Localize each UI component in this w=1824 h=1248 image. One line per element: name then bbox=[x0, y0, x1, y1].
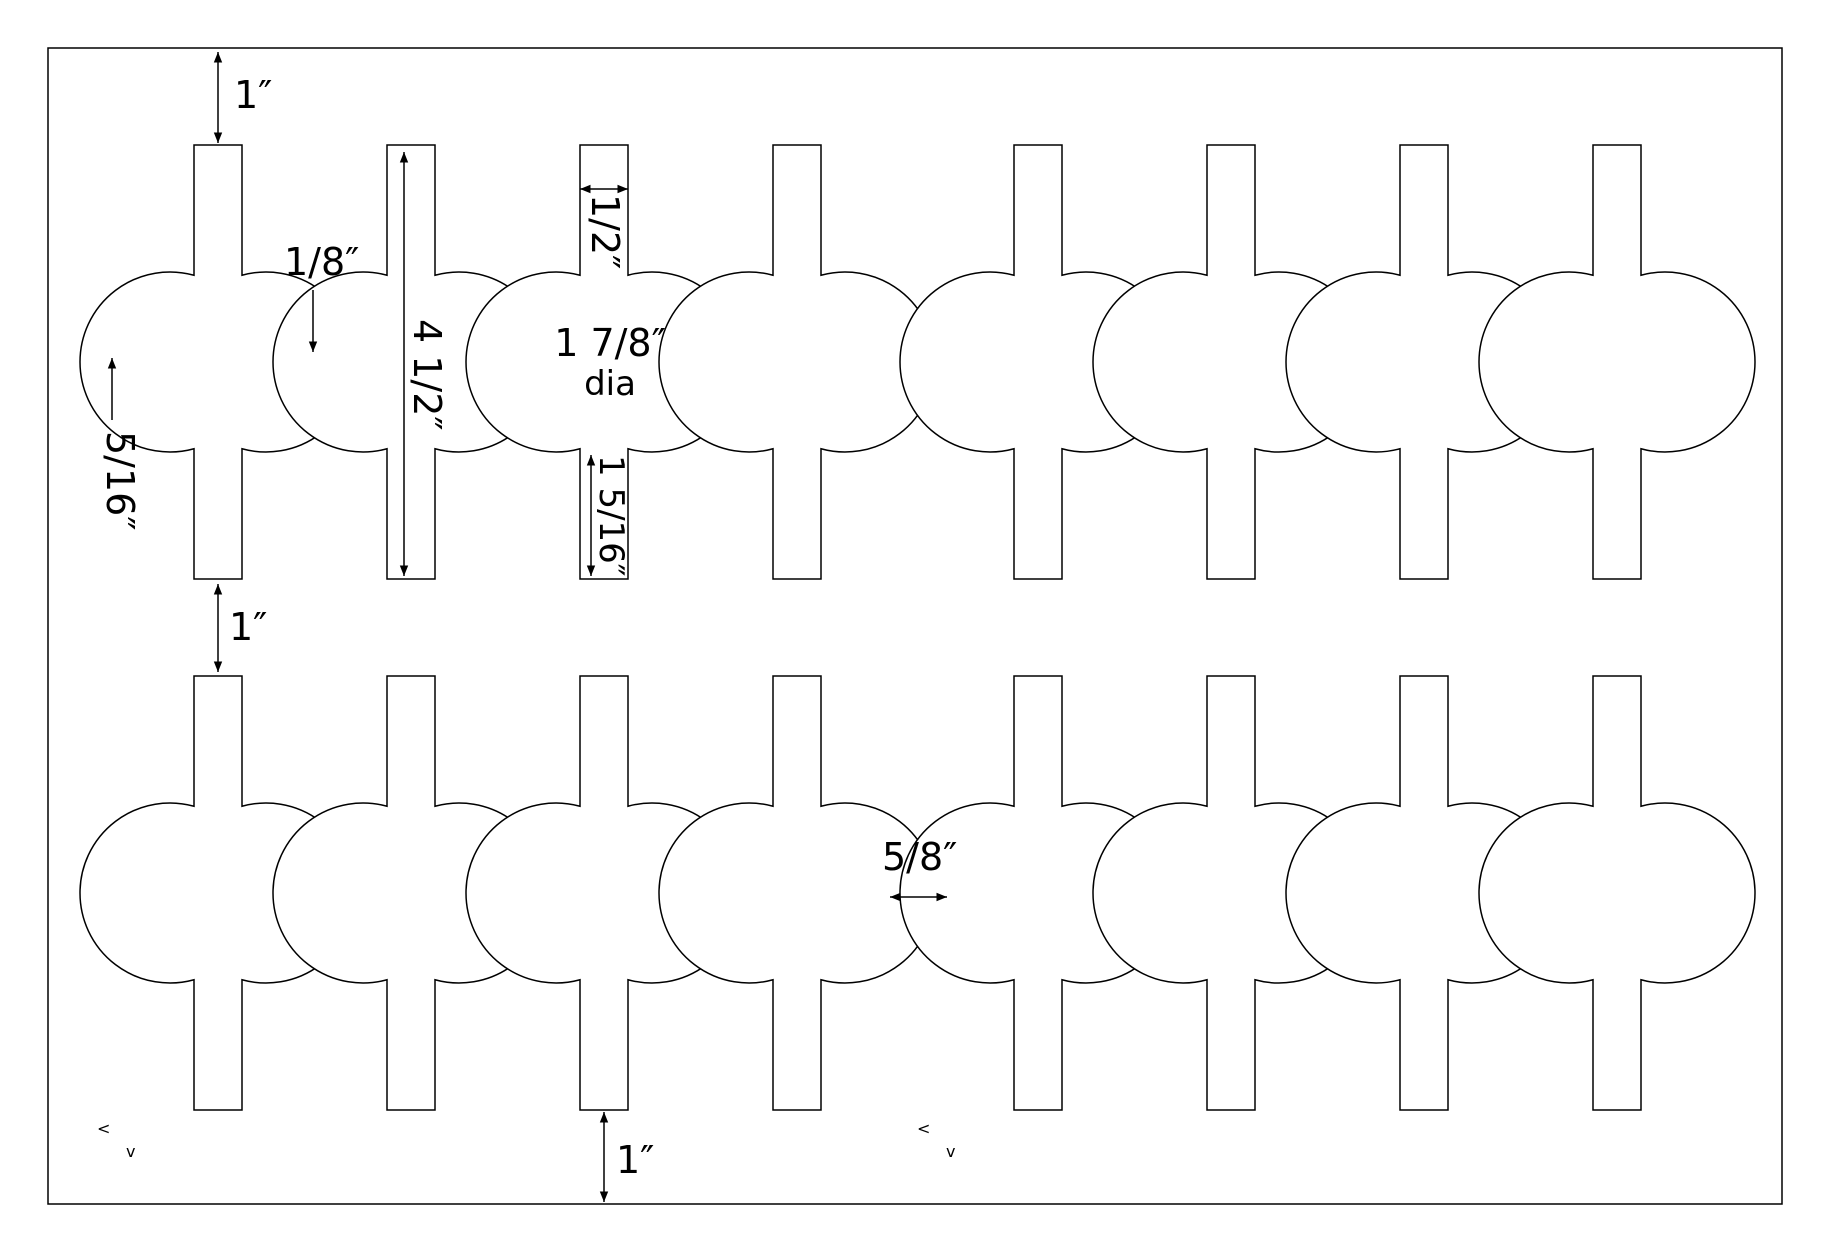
diameter-label: 1 7/8″ bbox=[554, 321, 666, 365]
center-mark-2: v bbox=[946, 1142, 955, 1161]
tab-side-label: 5/16″ bbox=[98, 431, 142, 531]
cutout-shape-r1-c8 bbox=[1478, 144, 1756, 580]
bottom-margin-label: 1″ bbox=[616, 1138, 654, 1182]
left-mark-1: < bbox=[97, 1119, 110, 1138]
diameter-unit-label: dia bbox=[584, 364, 636, 404]
cutout-shape-r1-c4 bbox=[658, 144, 936, 580]
circle-gap-label: 5/8″ bbox=[882, 835, 957, 879]
cutout-shape-r2-c8 bbox=[1478, 675, 1756, 1111]
center-mark-1: < bbox=[917, 1119, 930, 1138]
sheet-border bbox=[47, 47, 1783, 1205]
tab-width-label: 1/2″ bbox=[583, 194, 627, 269]
left-mark-2: v bbox=[126, 1142, 135, 1161]
row-gap-label: 1″ bbox=[229, 605, 267, 649]
tab-length-label: 1 5/16″ bbox=[591, 455, 631, 577]
cutout-shape-r2-c4 bbox=[658, 675, 936, 1111]
top-margin-label: 1″ bbox=[234, 73, 272, 117]
cutout-shapes bbox=[79, 144, 1756, 1111]
tab-offset-label: 1/8″ bbox=[284, 240, 359, 284]
total-length-label: 4 1/2″ bbox=[405, 319, 449, 431]
